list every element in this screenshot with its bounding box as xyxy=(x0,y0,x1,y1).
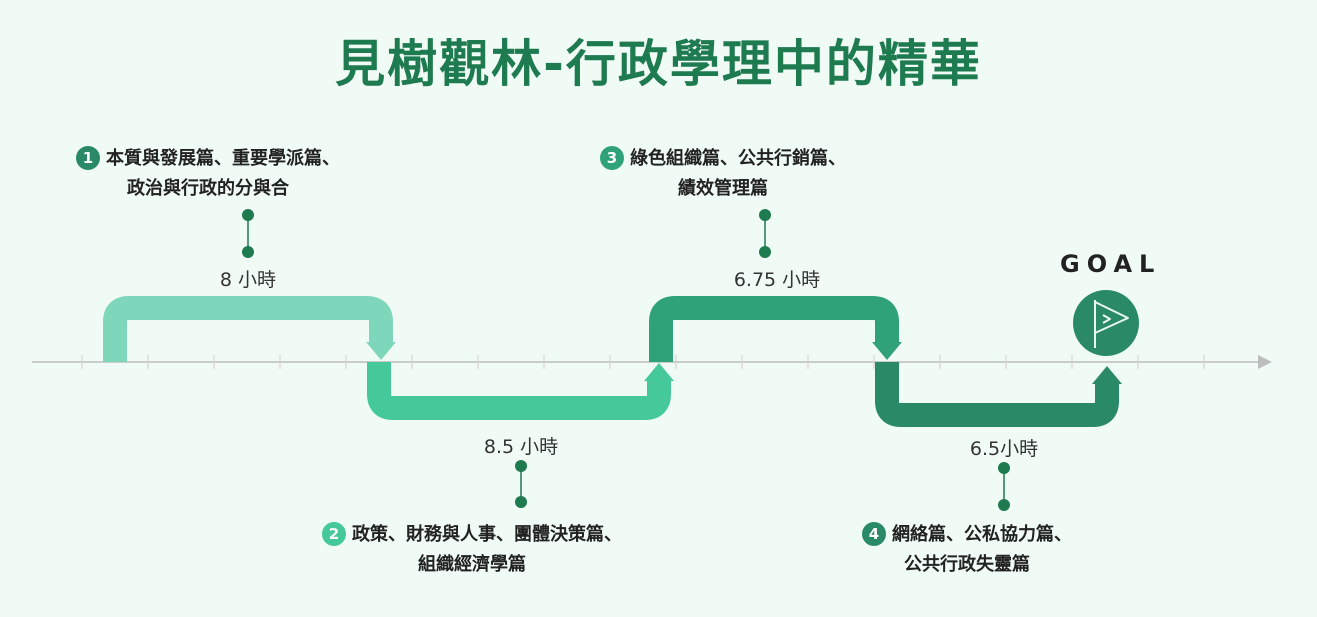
axis-arrow-icon xyxy=(1258,355,1272,369)
segment-4-path xyxy=(875,362,1119,427)
stage-1-caption: 1 本質與發展篇、重要學派篇、 政治與行政的分與合 xyxy=(76,144,340,204)
stage-3-hours: 6.75 小時 xyxy=(733,269,821,291)
stage-4-topics-line1: 網絡篇、公私協力篇、 xyxy=(892,524,1072,545)
stage-4-number-icon: 4 xyxy=(862,522,886,546)
segment-2-path xyxy=(367,362,671,420)
stage-1-number-icon: 1 xyxy=(76,146,100,170)
stage-2-topics-line2: 組織經濟學篇 xyxy=(418,554,526,575)
segment-1-path xyxy=(103,296,393,362)
segment-4-arrow-icon xyxy=(1092,366,1122,384)
stage-4-hours: 6.5小時 xyxy=(969,438,1039,460)
stage-3-topics-line1: 綠色組織篇、公共行銷篇、 xyxy=(630,148,846,169)
axis-ticks xyxy=(81,355,1205,369)
connector-4 xyxy=(998,462,1010,511)
segment-3-arrow-icon xyxy=(872,342,902,360)
connector-3 xyxy=(759,209,771,258)
page-title: 見樹觀林-行政學理中的精華 xyxy=(335,35,982,93)
stage-3-number-icon: 3 xyxy=(600,146,624,170)
segment-3-path xyxy=(649,296,899,362)
stage-3-caption: 3 綠色組織篇、公共行銷篇、 績效管理篇 xyxy=(600,144,846,204)
stage-1-hours: 8 小時 xyxy=(219,269,277,291)
stage-2-topics-line1: 政策、財務與人事、團體決策篇、 xyxy=(352,524,622,545)
stage-4-topics-line2: 公共行政失靈篇 xyxy=(904,554,1030,575)
stage-4-caption: 4 網絡篇、公私協力篇、 公共行政失靈篇 xyxy=(862,520,1072,580)
goal-badge xyxy=(1073,290,1139,356)
stage-1-topics-line2: 政治與行政的分與合 xyxy=(127,178,289,199)
connector-2 xyxy=(515,460,527,508)
segment-1-arrow-icon xyxy=(366,342,396,360)
flag-icon xyxy=(1094,300,1129,348)
stage-2-hours: 8.5 小時 xyxy=(483,436,559,458)
segment-2-arrow-icon xyxy=(644,363,674,381)
stage-1-topics-line1: 本質與發展篇、重要學派篇、 xyxy=(106,148,340,169)
goal-label: GOAL xyxy=(1060,250,1162,278)
stage-2-number-icon: 2 xyxy=(322,522,346,546)
stage-2-caption: 2 政策、財務與人事、團體決策篇、 組織經濟學篇 xyxy=(322,520,622,580)
connector-1 xyxy=(242,209,254,258)
stage-3-topics-line2: 績效管理篇 xyxy=(678,178,768,199)
